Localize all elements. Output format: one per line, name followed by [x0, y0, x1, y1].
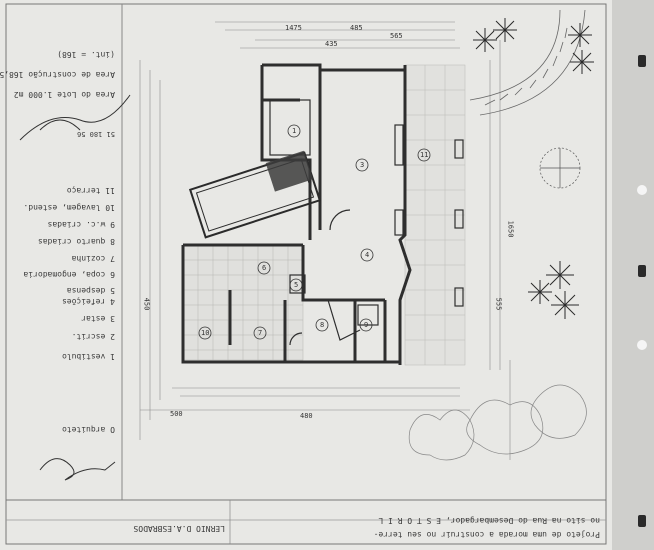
sheet-frame: [5, 3, 607, 545]
room-number: 6: [262, 264, 267, 272]
terrace-hatch: [404, 64, 466, 366]
dim-label: 435: [325, 40, 338, 48]
number-stamp: 51 180 56: [77, 130, 115, 138]
dim-label: 485: [350, 24, 363, 32]
binder-clip: [638, 55, 646, 67]
area-lot: Area do Lote 1.000 m2: [13, 90, 115, 99]
owner-name: LERNIO D.A.ESBRADOS: [133, 524, 225, 533]
room-number: 8: [320, 321, 325, 329]
legend-item: 8 quarto criadas: [37, 237, 115, 246]
binder-edge: [612, 0, 654, 550]
room-number: 3: [360, 161, 365, 169]
dim-label: 480: [300, 412, 313, 420]
shrubs: [408, 384, 587, 461]
signature-caption: O arquiteto: [62, 425, 115, 434]
dim-label: 565: [390, 32, 403, 40]
legend-item: 1 vestibulo: [62, 352, 115, 361]
punch-hole: [637, 340, 647, 350]
kitchen-tiles: [182, 244, 304, 361]
legend-item: 9 w.c. criadas: [47, 220, 115, 229]
title-block-line2: no sito na Rua do Desembargador, E S T O…: [378, 516, 600, 525]
dim-label: 500: [170, 410, 183, 418]
area-note: (int. = 168): [57, 50, 115, 59]
dimension-lines: [139, 21, 511, 460]
room-number: 1: [292, 127, 297, 135]
dim-label: 1650: [506, 220, 515, 238]
legend-item: 4 refeições: [62, 297, 115, 306]
room-number: 9: [364, 321, 369, 329]
area-build: Area de construção 168,5 m2: [0, 70, 115, 79]
binder-clip: [638, 515, 646, 527]
legend-item: 6 copa, engomadoria: [23, 270, 115, 279]
room-number: 5: [294, 281, 299, 289]
legend-item: 10 lavagem, estend.: [23, 203, 115, 212]
dim-label: 555: [494, 297, 503, 311]
dim-label: 450: [142, 297, 151, 311]
tree-symbols: [473, 18, 594, 319]
legend-item: 3 estar: [81, 314, 115, 323]
punch-hole: [637, 185, 647, 195]
driveway-path: [469, 9, 586, 116]
legend-item: 7 cozinha: [71, 254, 115, 263]
municipal-stamp: [188, 150, 322, 239]
legend-item: 5 despensa: [66, 286, 115, 295]
interior-details: [269, 99, 464, 346]
signature: [19, 94, 131, 481]
room-number: 7: [258, 329, 263, 337]
room-markers: [198, 124, 431, 340]
binder-clip: [638, 265, 646, 277]
room-number: 10: [201, 329, 210, 337]
title-block-line1: Projeto de uma morada a construir no seu…: [373, 530, 600, 539]
dim-label: 1475: [285, 24, 302, 32]
legend-item: 11 terraço: [66, 186, 115, 195]
room-number: 4: [365, 251, 370, 259]
legend-item: 2 escrit.: [71, 332, 115, 341]
dotted-tree: [539, 147, 581, 189]
room-number: 11: [420, 151, 429, 159]
